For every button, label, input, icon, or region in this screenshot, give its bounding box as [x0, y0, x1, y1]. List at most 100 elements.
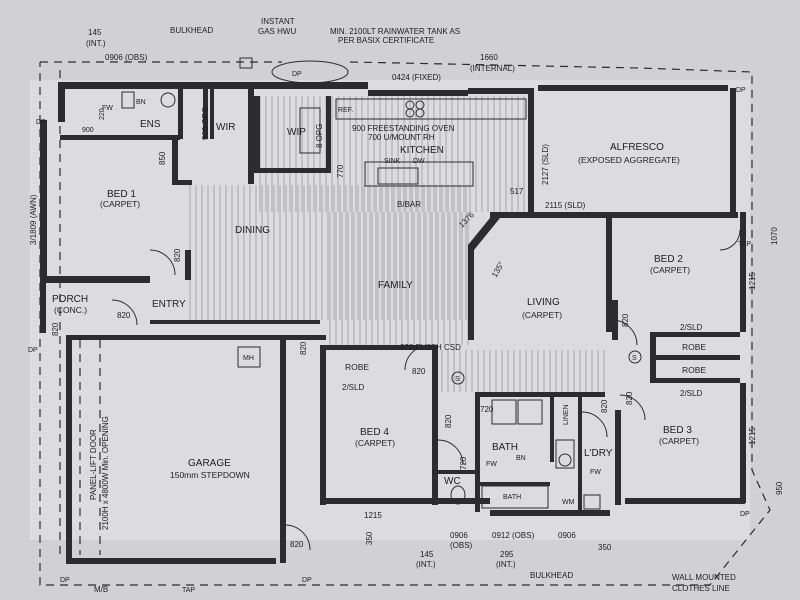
note-instant-gas-2: GAS HWU [258, 27, 296, 36]
dim-145-b: 145 [420, 550, 434, 559]
dim-820-ldry: 820 [600, 399, 609, 413]
garage-door [79, 340, 101, 555]
note-tank-2: PER BASIX CERTIFICATE [338, 36, 434, 45]
dim-1215-r: 1215 [748, 272, 757, 290]
dim-820-bottom: 820 [290, 540, 304, 549]
label-living: LIVING [527, 297, 560, 308]
dim-0906-obs: 0906 (OBS) [105, 53, 148, 62]
note-bulkhead-bottom: BULKHEAD [530, 571, 573, 580]
dim-0912: 0912 (OBS) [492, 531, 535, 540]
note-oven-2: 700 U/MOUNT RH [368, 133, 435, 142]
dim-1070: 1070 [770, 227, 779, 245]
note-dp-6: DP [302, 577, 312, 584]
label-alfresco-sub: (EXPOSED AGGREGATE) [578, 155, 680, 165]
label-bed1-sub: (CARPET) [100, 199, 140, 209]
note-s-1: S [455, 376, 460, 383]
dim-145-b-sub: (INT.) [416, 560, 436, 569]
note-fw-ldry: FW [590, 469, 601, 476]
note-wm: WM [562, 499, 575, 506]
dim-2115: 2115 (SLD) [545, 201, 586, 210]
dim-220: 220 [99, 108, 106, 120]
note-oven-1: 900 FREESTANDING OVEN [352, 124, 455, 133]
note-panel-lift-1: PANEL-LIFT DOOR [89, 429, 98, 500]
note-ref: REF. [338, 107, 353, 114]
dim-8-opg: 8 OPG [315, 124, 324, 148]
label-kitchen: KITCHEN [400, 145, 444, 156]
note-flush-csd: 820 FLUSH CSD [400, 343, 461, 352]
label-bath: BATH [492, 442, 518, 453]
door-swings [111, 229, 741, 551]
label-ens: ENS [140, 119, 161, 130]
dim-720-a: 720 [480, 405, 494, 414]
dim-900-opg: 900 OPG [201, 107, 210, 140]
label-robe-bed2: ROBE [682, 342, 706, 352]
dim-820-hall: 820 [412, 367, 426, 376]
dim-1660-sub: (INTERNAL) [470, 64, 515, 73]
dim-0906-b1: 0906 [450, 531, 468, 540]
note-bbar: B/BAR [397, 200, 421, 209]
note-tank-1: MIN. 2100LT RAINWATER TANK AS [330, 27, 460, 36]
note-dp-5: DP [740, 511, 750, 518]
note-bulkhead-top: BULKHEAD [170, 26, 213, 35]
dim-820-living: 820 [621, 313, 630, 327]
label-bed3-sub: (CARPET) [659, 436, 699, 446]
room-labels: ENS WIR WIP KITCHEN ALFRESCO (EXPOSED AG… [52, 119, 706, 487]
note-mb: M/B [94, 585, 108, 594]
note-dp-7: DP [60, 577, 70, 584]
label-alfresco: ALFRESCO [610, 142, 664, 153]
dim-2sld-bed4: 2/SLD [342, 383, 364, 392]
dim-820-bed4a: 820 [444, 414, 453, 428]
note-bn-ens: BN [136, 99, 146, 106]
dim-770: 770 [336, 164, 345, 178]
note-dw: DW [413, 158, 425, 165]
note-tap-2: TAP [182, 587, 195, 594]
walls [40, 82, 746, 564]
note-dp-4: DP [28, 347, 38, 354]
dim-2127: 2127 (SLD) [541, 144, 550, 185]
label-wir: WIR [216, 122, 235, 133]
dim-950: 950 [775, 481, 784, 495]
dim-900-ens: 900 [82, 127, 94, 134]
label-mh: MH [243, 355, 254, 362]
fixtures [121, 57, 642, 510]
dim-0424: 0424 (FIXED) [392, 73, 441, 82]
dimensions: 145 (INT.) 0906 (OBS) 0424 (FIXED) 1660 … [29, 28, 784, 569]
dim-1215-br: 1215 [748, 427, 757, 445]
dim-1215-b: 1215 [364, 511, 382, 520]
label-porch: PORCH [52, 294, 88, 305]
label-garage: GARAGE [188, 458, 231, 469]
label-bed4-sub: (CARPET) [355, 438, 395, 448]
label-bed2-sub: (CARPET) [650, 265, 690, 275]
label-robe-bed4: ROBE [345, 362, 369, 372]
dim-820-porch: 820 [51, 322, 60, 336]
eaves-line [39, 61, 771, 586]
label-entry: ENTRY [152, 299, 186, 310]
dim-517: 517 [510, 187, 524, 196]
label-living-sub: (CARPET) [522, 310, 562, 320]
label-linen: LINEN [563, 404, 570, 425]
note-instant-gas-1: INSTANT [261, 17, 295, 26]
note-bath-inner: BATH [503, 494, 521, 501]
dim-850: 850 [158, 151, 167, 165]
label-bed4: BED 4 [360, 427, 389, 438]
dim-350-l: 350 [365, 531, 374, 545]
dim-1660: 1660 [480, 53, 498, 62]
note-dp-2: DP [736, 87, 746, 94]
note-tap-1: TAP [738, 241, 751, 248]
note-clothes-1: WALL MOUNTED [672, 573, 736, 582]
label-bed2: BED 2 [654, 254, 683, 265]
note-panel-lift-2: 2100H x 4800W Min. OPENING [101, 416, 110, 530]
dim-820-entry: 820 [117, 311, 131, 320]
dim-2sld-bed3-label: 2/SLD [680, 389, 702, 398]
note-bn-bath: BN [516, 455, 526, 462]
label-dining: DINING [235, 225, 270, 236]
note-sink: SINK [384, 158, 401, 165]
note-dp-3: DP [36, 119, 46, 126]
label-wip: WIP [287, 127, 306, 138]
dim-2sld-bed2: 2/SLD [680, 323, 702, 332]
dim-820-garage: 820 [299, 341, 308, 355]
dim-350-r: 350 [598, 543, 612, 552]
dim-3809: 3/1809 (AWN) [29, 194, 38, 245]
label-garage-sub: 150mm STEPDOWN [170, 470, 250, 480]
